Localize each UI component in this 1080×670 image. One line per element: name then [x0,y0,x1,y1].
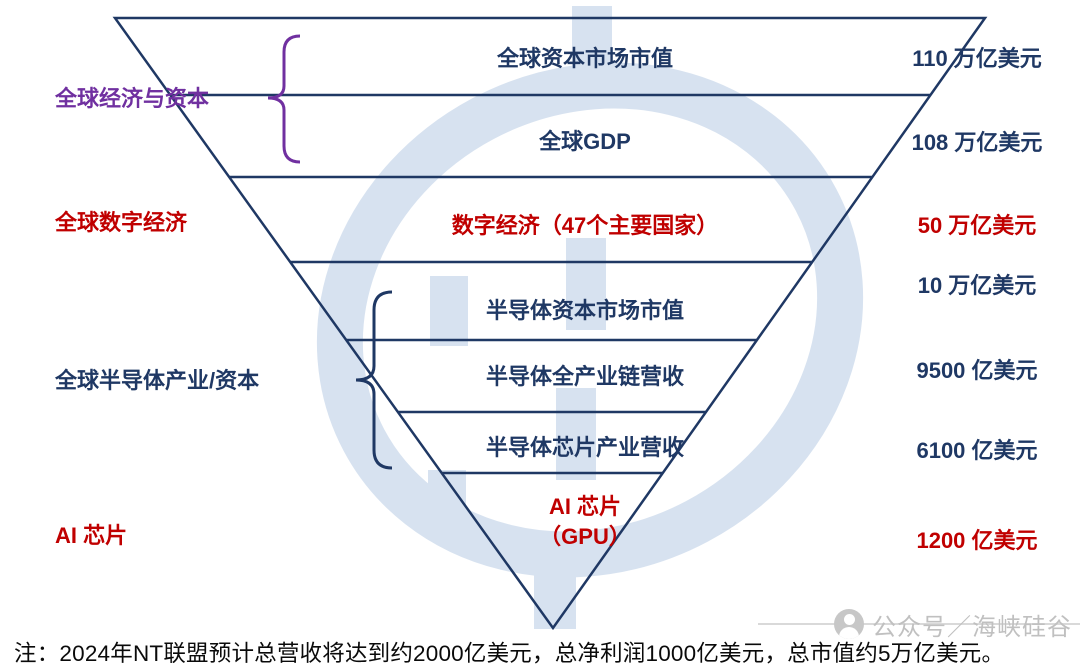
curly-brace-semiconductor-icon [355,290,393,470]
group-label-semiconductor: 全球半导体产业/资本 [55,368,260,393]
row-label-semi-market-cap: 半导体资本市场市值 [485,298,684,323]
curly-brace-economy-icon [267,34,301,164]
row-label-ai-chip-gpu: AI 芯片 （GPU） [539,494,631,549]
row-label-semi-chip-revenue: 半导体芯片产业营收 [485,435,684,460]
value-semi-chip-revenue: 6100 亿美元 [916,438,1038,463]
value-ai-chip-gpu: 1200 亿美元 [916,528,1038,553]
value-semi-market-cap: 10 万亿美元 [917,273,1037,298]
wechat-watermark: 公众号／海峡硅谷 [834,606,1072,642]
group-label-global-economy: 全球经济与资本 [55,86,210,111]
value-global-gdp: 108 万亿美元 [911,130,1043,155]
watermark-line [758,623,1080,625]
row-label-global-capital-market: 全球资本市场市值 [496,46,673,71]
person-icon [834,609,864,639]
value-global-capital-market: 110 万亿美元 [912,46,1042,71]
footnote: 注：2024年NT联盟预计总营收将达到约2000亿美元，总净利润1000亿美元，… [14,641,1005,666]
group-label-digital-economy: 全球数字经济 [55,210,188,235]
value-digital-economy: 50 万亿美元 [917,213,1037,238]
row-label-semi-industry-revenue: 半导体全产业链营收 [485,364,684,389]
watermark-text: 公众号／海峡硅谷 [872,613,1072,641]
row-label-digital-economy: 数字经济（47个主要国家） [451,213,719,238]
group-label-ai-chip: AI 芯片 [55,523,128,548]
value-semi-industry-revenue: 9500 亿美元 [916,358,1038,383]
row-label-global-gdp: 全球GDP [539,129,631,154]
background-logo-watermark [316,6,864,629]
funnel-triangle [112,16,988,631]
